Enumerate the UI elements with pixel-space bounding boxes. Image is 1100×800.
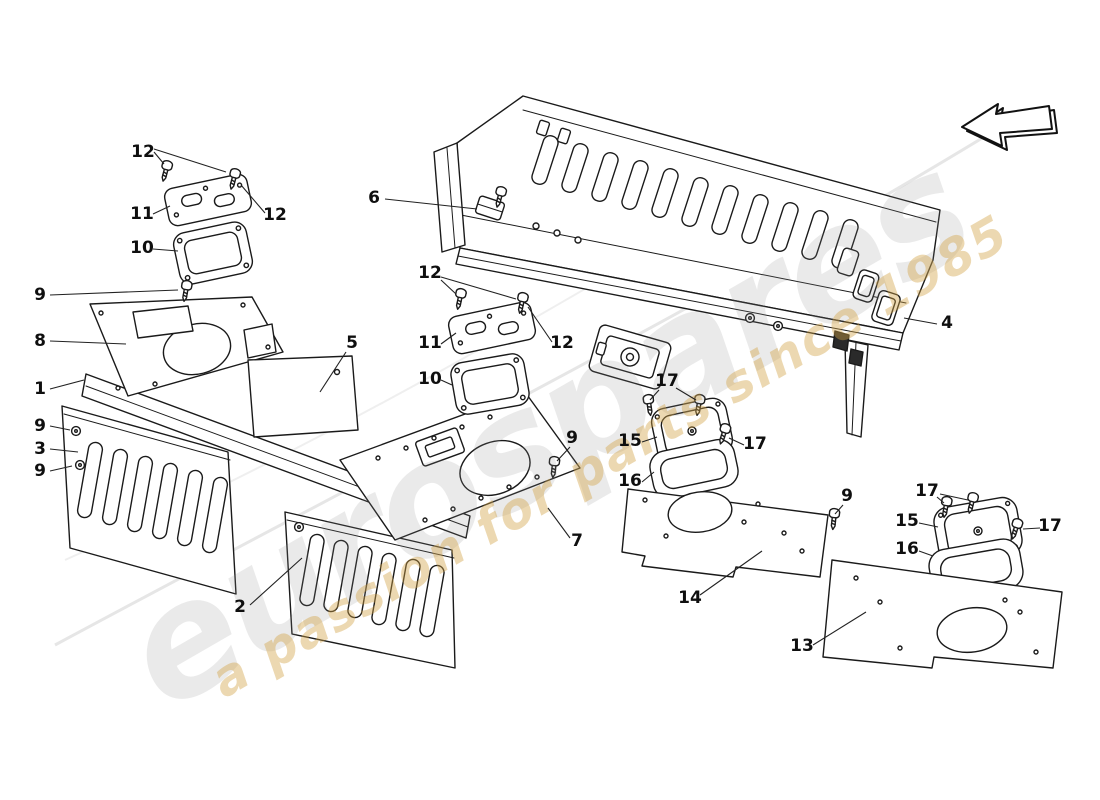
callout-9-c[interactable]: 9 [34, 461, 46, 481]
callout-3[interactable]: 3 [34, 439, 46, 459]
callout-labels: 12 11 12 10 9 8 1 5 9 3 9 2 6 12 11 10 1… [34, 142, 1062, 656]
retaining-plate-top-drawing [163, 173, 253, 227]
leader-lines [49, 148, 1041, 646]
left-panel-plate-drawing [89, 296, 284, 397]
callout-14[interactable]: 14 [678, 588, 702, 608]
callout-7[interactable]: 7 [571, 531, 583, 551]
callout-11-b[interactable]: 11 [418, 333, 442, 353]
slotted-panel-center-drawing [284, 511, 456, 669]
callout-12-d[interactable]: 12 [550, 333, 574, 353]
callout-12-c[interactable]: 12 [418, 263, 442, 283]
callout-15-b[interactable]: 15 [895, 511, 919, 531]
callout-12-a[interactable]: 12 [131, 142, 155, 162]
callout-17-a[interactable]: 17 [655, 371, 679, 391]
callout-9-e[interactable]: 9 [841, 486, 853, 506]
callout-6[interactable]: 6 [368, 188, 380, 208]
back-arrow-icon[interactable] [961, 103, 1058, 151]
callout-9-b[interactable]: 9 [34, 416, 46, 436]
gasket-top-drawing [172, 221, 254, 285]
callout-9-d[interactable]: 9 [566, 428, 578, 448]
rear-floor-plate-13-drawing [822, 559, 1063, 669]
callout-5[interactable]: 5 [346, 333, 358, 353]
latch-bracket-drawing [588, 324, 672, 390]
callout-10-a[interactable]: 10 [130, 238, 154, 258]
cover-plate-drawing [247, 355, 359, 438]
callout-10-b[interactable]: 10 [418, 369, 442, 389]
callout-1[interactable]: 1 [34, 379, 46, 399]
callout-13[interactable]: 13 [790, 636, 814, 656]
rear-panel-drawing [433, 95, 941, 438]
callout-2[interactable]: 2 [234, 597, 246, 617]
gasket-mid-drawing [450, 353, 530, 415]
slotted-panel-left-drawing [61, 405, 237, 595]
rear-floor-plate-14-drawing [621, 488, 829, 578]
callout-12-b[interactable]: 12 [263, 205, 287, 225]
callout-11-a[interactable]: 11 [130, 204, 154, 224]
callout-16-b[interactable]: 16 [895, 539, 919, 559]
callout-17-b[interactable]: 17 [743, 434, 767, 454]
callout-17-c[interactable]: 17 [915, 481, 939, 501]
callout-17-d[interactable]: 17 [1038, 516, 1062, 536]
callout-16-a[interactable]: 16 [618, 471, 642, 491]
floor-plate-drawing [339, 391, 581, 541]
callout-15-a[interactable]: 15 [618, 431, 642, 451]
callout-8[interactable]: 8 [34, 331, 46, 351]
callout-9-a[interactable]: 9 [34, 285, 46, 305]
callout-4[interactable]: 4 [941, 313, 953, 333]
